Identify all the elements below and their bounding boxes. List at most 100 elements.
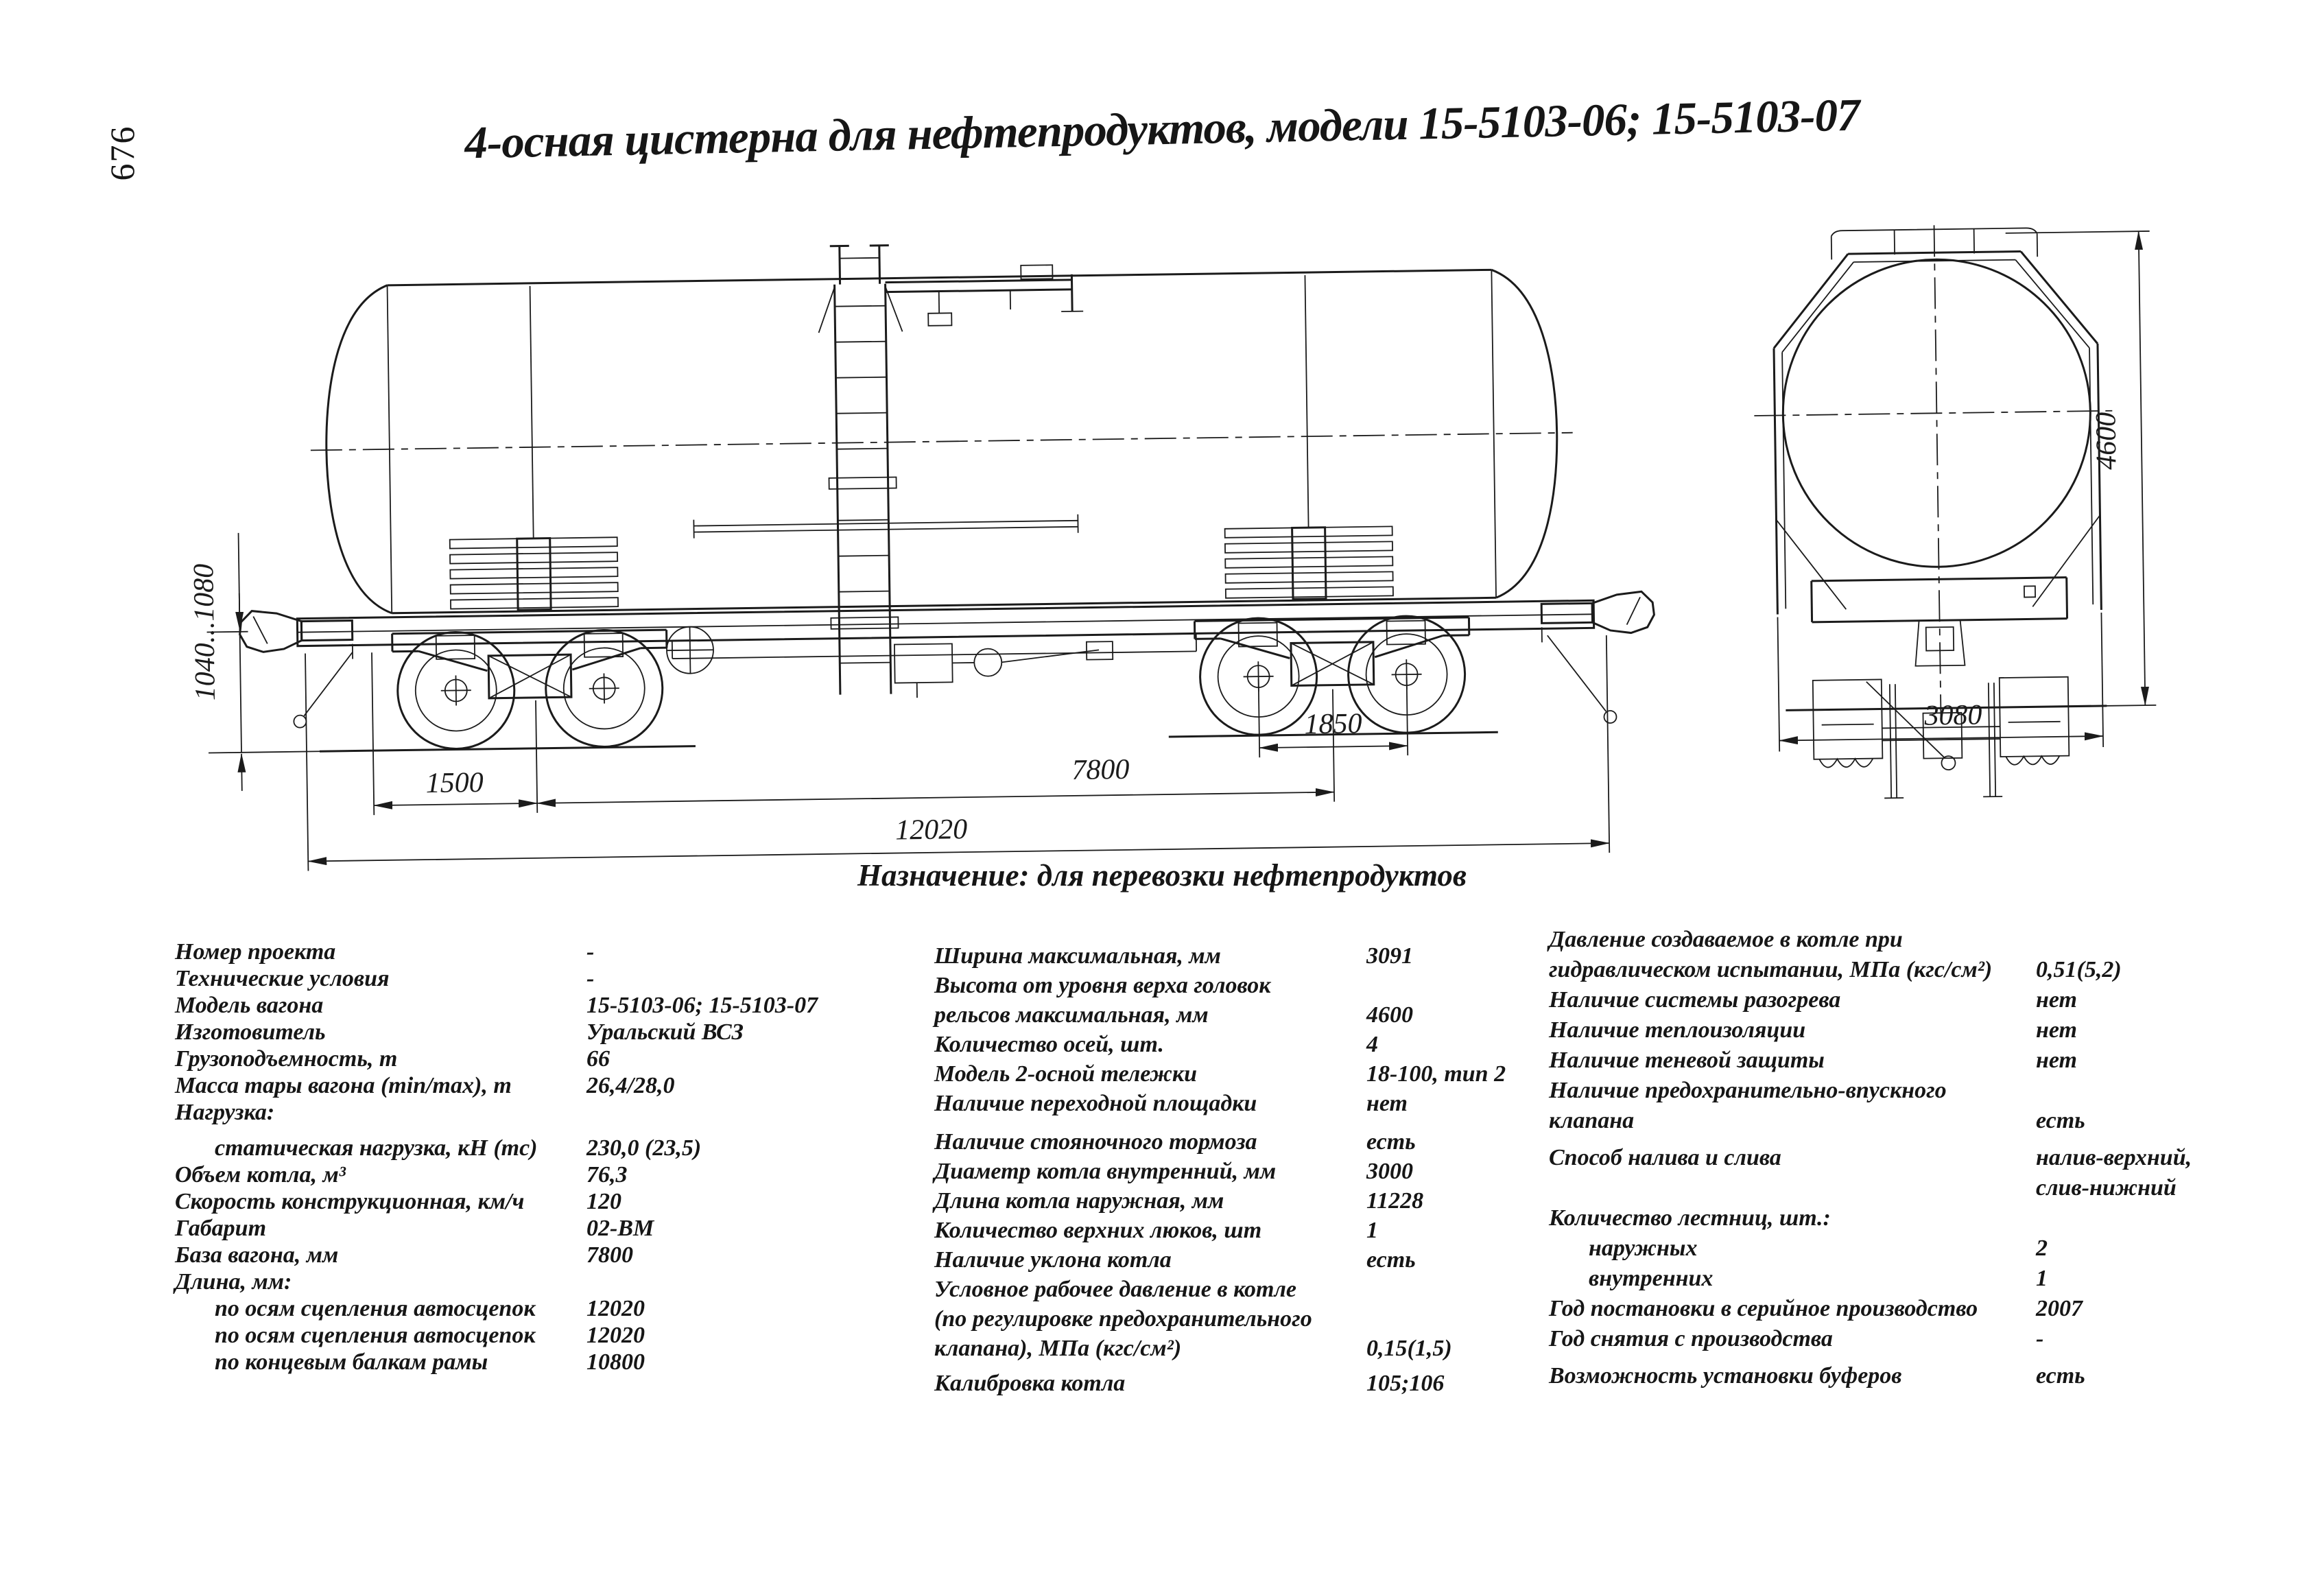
- spec-value: нет: [2036, 1048, 2077, 1073]
- spec-label: Объем котла, м³: [175, 1162, 346, 1188]
- dim-coupler-axis-height: 1040...1080: [188, 564, 222, 701]
- spec-value: слив-нижний: [2036, 1175, 2177, 1201]
- spec-value: 1: [2036, 1266, 2048, 1291]
- spec-value: Уральский ВСЗ: [586, 1019, 744, 1045]
- purpose-caption: Назначение: для перевозки нефтепродуктов: [857, 858, 1467, 893]
- spec-label: Способ налива и слива: [1549, 1145, 1781, 1170]
- spec-value: есть: [2036, 1363, 2085, 1389]
- spec-value: 10800: [586, 1349, 645, 1375]
- spec-label: Наличие теневой защиты: [1549, 1048, 1825, 1073]
- spec-value: 230,0 (23,5): [586, 1135, 702, 1161]
- spec-value: -: [2036, 1326, 2044, 1351]
- spec-label: Номер проекта: [175, 939, 336, 965]
- spec-row: слив-нижний: [1549, 1173, 2321, 1203]
- spec-row: гидравлическом испытании, МПа (кгс/см²)0…: [1549, 955, 2321, 985]
- spec-value: 12020: [586, 1296, 645, 1321]
- spec-column-left: Номер проекта-Технические условия-Модель…: [175, 938, 926, 1375]
- spec-row: Год снятия с производства -: [1549, 1324, 2321, 1354]
- spec-row: Длина, мм:: [175, 1268, 926, 1295]
- spec-label: Высота от уровня верха головок: [934, 973, 1271, 998]
- spec-label: Год постановки в серийное производство: [1549, 1296, 1978, 1321]
- spec-label: по концевым балкам рамы: [215, 1349, 488, 1375]
- side-view-dimensions: 1850 1500 7800 12020: [188, 532, 1611, 871]
- spec-row: Количество верхних люков, шт 1: [934, 1216, 1555, 1245]
- dim-end-view-width: 3080: [1923, 699, 1982, 731]
- spec-label: Количество осей, шт.: [934, 1032, 1164, 1057]
- spec-value: 4: [1366, 1032, 1378, 1057]
- spec-value: 4600: [1366, 1002, 1413, 1028]
- spec-value: 2007: [2036, 1296, 2083, 1321]
- spec-label: по осям сцепления автосцепок: [215, 1323, 536, 1348]
- spec-row: по осям сцепления автосцепок 12020: [175, 1295, 926, 1322]
- spec-label: Давление создаваемое в котле при: [1549, 927, 1903, 952]
- dim-max-height: 4600: [2090, 412, 2122, 471]
- spec-row: Наличие теневой защиты нет: [1549, 1045, 2321, 1076]
- spec-row: по концевым балкам рамы 10800: [175, 1349, 926, 1375]
- spec-label: Диаметр котла внутренний, мм: [934, 1159, 1277, 1184]
- spec-label: Длина котла наружная, мм: [934, 1188, 1224, 1214]
- dim-coupler-overhang: 1500: [425, 767, 484, 799]
- side-view: [239, 244, 1655, 753]
- spec-row: (по регулировке предохранительного: [934, 1304, 1555, 1334]
- spec-value: 3091: [1366, 943, 1413, 969]
- spec-label: Год снятия с производства: [1549, 1326, 1833, 1351]
- spec-row: Год постановки в серийное производство 20…: [1549, 1294, 2321, 1324]
- spec-value: 2: [2036, 1236, 2048, 1261]
- spec-label: Условное рабочее давление в котле: [934, 1277, 1297, 1302]
- dim-length-over-couplers: 12020: [895, 814, 968, 846]
- spec-row: Условное рабочее давление в котле: [934, 1275, 1555, 1304]
- spec-value: 120: [586, 1189, 621, 1214]
- spec-column-right: Давление создаваемое в котле при гидравли…: [1549, 925, 2321, 1391]
- spec-label: Модель 2-осной тележки: [934, 1061, 1198, 1087]
- spec-label: Модель вагона: [175, 993, 324, 1018]
- spec-value: 11228: [1366, 1188, 1424, 1214]
- spec-row: Возможность установки буферов есть: [1549, 1361, 2321, 1391]
- spec-value: есть: [1366, 1247, 1416, 1273]
- spec-label: Возможность установки буферов: [1549, 1363, 1902, 1389]
- spec-row: наружных 2: [1549, 1233, 2321, 1264]
- spec-label: Наличие теплоизоляции: [1549, 1017, 1806, 1043]
- spec-value: 76,3: [586, 1162, 628, 1188]
- spec-label: Калибровка котла: [934, 1371, 1126, 1396]
- spec-value: 0,15(1,5): [1366, 1336, 1452, 1361]
- spec-row: Количество лестниц, шт.:: [1549, 1203, 2321, 1233]
- spec-label: Наличие переходной площадки: [934, 1091, 1257, 1116]
- spec-label: внутренних: [1589, 1266, 1714, 1291]
- spec-value: 12020: [586, 1323, 645, 1348]
- spec-value: 0,51(5,2): [2036, 957, 2122, 982]
- spec-label: Количество верхних люков, шт: [934, 1218, 1262, 1243]
- spec-value: есть: [2036, 1108, 2085, 1133]
- spec-label: (по регулировке предохранительного: [934, 1306, 1312, 1332]
- spec-label: Длина, мм:: [175, 1269, 292, 1295]
- spec-label: Наличие предохранительно-впускного: [1549, 1078, 1947, 1103]
- spec-label: Изготовитель: [175, 1019, 326, 1045]
- spec-value: 1: [1366, 1218, 1378, 1243]
- spec-row: Длина котла наружная, мм 11228: [934, 1186, 1555, 1216]
- spec-label: наружных: [1589, 1236, 1698, 1261]
- spec-value: есть: [1366, 1129, 1416, 1155]
- spec-row: клапана), МПа (кгс/см²) 0,15(1,5): [934, 1334, 1555, 1363]
- spec-label: статическая нагрузка, кН (тс): [215, 1135, 538, 1161]
- spec-value: 26,4/28,0: [586, 1073, 675, 1098]
- spec-label: Грузоподъемность, т: [175, 1046, 398, 1072]
- spec-row: Модель 2-осной тележки 18-100, тип 2: [934, 1059, 1555, 1089]
- spec-row: Высота от уровня верха головок: [934, 971, 1555, 1000]
- spec-label: клапана), МПа (кгс/см²): [934, 1336, 1182, 1361]
- spec-row: Номер проекта-: [175, 938, 926, 965]
- spec-value: 18-100, тип 2: [1366, 1061, 1506, 1087]
- spec-label: Наличие системы разогрева: [1549, 987, 1841, 1013]
- spec-row: Объем котла, м³ 76,3: [175, 1161, 926, 1188]
- spec-label: Наличие уклона котла: [934, 1247, 1172, 1273]
- spec-row: по осям сцепления автосцепок 12020: [175, 1322, 926, 1349]
- spec-value: 15-5103-06; 15-5103-07: [586, 993, 818, 1018]
- spec-label: по осям сцепления автосцепок: [215, 1296, 536, 1321]
